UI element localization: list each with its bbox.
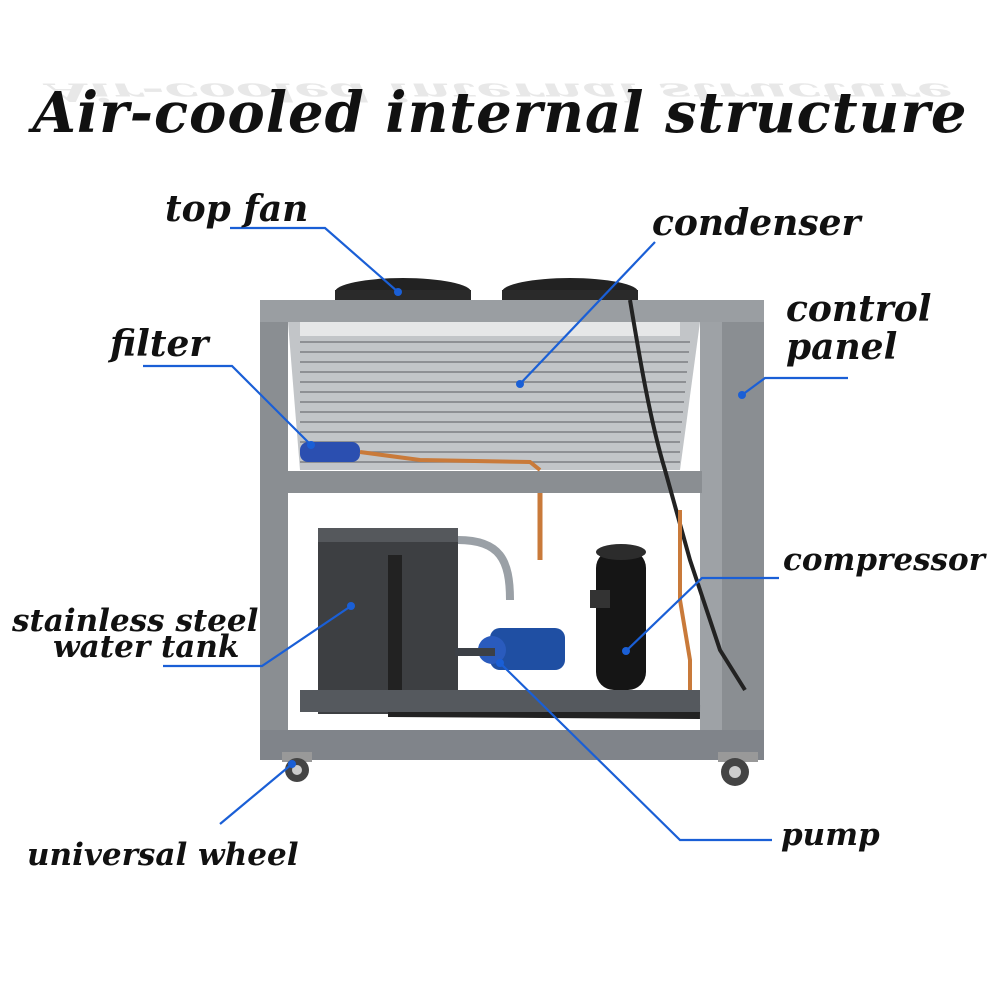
label-filter: filter	[110, 323, 209, 365]
label-pump: pump	[781, 817, 880, 853]
leader-tank	[163, 605, 352, 668]
copper-pipe-return	[678, 510, 692, 710]
leader-filter	[143, 364, 312, 446]
compressor-graphic	[590, 544, 646, 690]
label-compressor: compressor	[783, 542, 985, 578]
label-top-fan: top fan	[165, 188, 309, 230]
leader-wheel	[219, 763, 293, 825]
leader-top-fan	[230, 226, 399, 293]
water-tank	[318, 528, 701, 719]
label-control-panel-line2: panel	[786, 326, 898, 368]
leader-end-dots	[288, 288, 746, 768]
leader-pump	[499, 662, 772, 842]
cabinet-frame	[260, 300, 764, 760]
condenser-coil	[288, 299, 747, 692]
leader-control-panel	[741, 376, 848, 396]
label-universal-wheel: universal wheel	[27, 837, 299, 873]
leader-lines	[143, 226, 848, 842]
page-title: Air-cooled internal structure	[32, 80, 968, 146]
label-tank-line2: water tank	[53, 629, 240, 665]
pump-graphic	[455, 628, 565, 670]
label-condenser: condenser	[652, 202, 861, 244]
filter-drier	[300, 442, 542, 472]
leader-condenser	[519, 241, 656, 385]
label-control-panel-line1: control	[786, 288, 932, 330]
leader-compressor	[625, 576, 779, 652]
label-tank-line1: stainless steel	[12, 603, 259, 639]
base-plate	[300, 690, 700, 712]
universal-wheel-graphic	[282, 752, 758, 786]
